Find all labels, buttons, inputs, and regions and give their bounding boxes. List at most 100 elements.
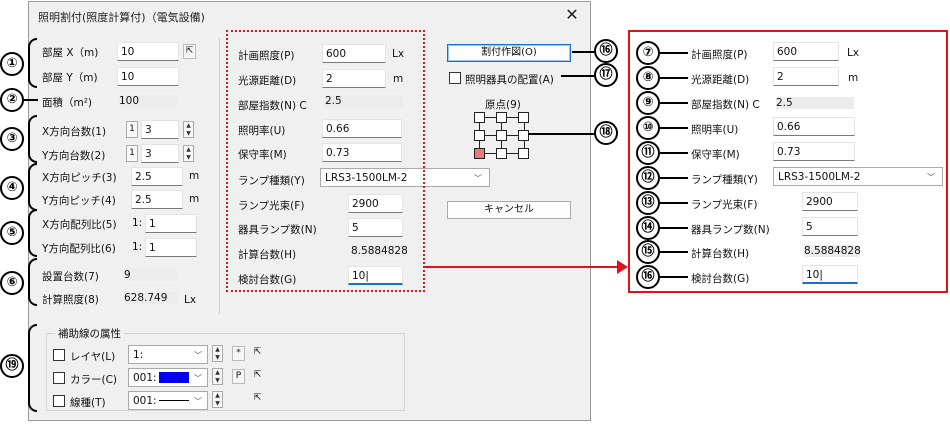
color-spinner[interactable]: ▲▼ (212, 368, 223, 385)
y-count-spinner[interactable]: ▲▼ (183, 145, 194, 162)
aux-group-title: 補助線の属性 (55, 326, 124, 341)
room-x-label: 部屋 X（m) (42, 47, 99, 59)
y-count-min[interactable]: 1 (126, 145, 138, 162)
room-x-input[interactable]: 10 (117, 42, 179, 61)
x-ratio-input[interactable]: 1 (145, 214, 197, 233)
linetype-select[interactable]: 001: ﹀ (128, 391, 208, 410)
linetype-checkbox[interactable] (53, 395, 65, 407)
callout-1: ① (0, 52, 24, 76)
panel-calc-count-value: 8.5884828 (804, 245, 861, 257)
layer-checkbox[interactable] (53, 349, 65, 361)
panel-label: 部屋指数(N) C (691, 99, 760, 111)
color-label: カラー(C) (70, 374, 118, 386)
y-ratio-input[interactable]: 1 (145, 238, 197, 257)
place-fixture-checkbox[interactable] (449, 72, 461, 84)
x-count-input[interactable]: 3 (141, 120, 179, 139)
installed-label: 設置台数(7) (42, 271, 99, 283)
layer-star-button[interactable]: * (232, 346, 245, 361)
origin-node-bottom-left[interactable] (474, 148, 485, 159)
y-pitch-input[interactable]: 2.5 (131, 190, 183, 209)
color-checkbox[interactable] (53, 372, 65, 384)
title-bar: 照明割付(照度計算付)（電気設備) ✕ (29, 2, 590, 30)
close-button[interactable]: ✕ (565, 5, 579, 24)
panel-illum-rate-input[interactable]: 0.66 (773, 117, 855, 136)
panel-light-dist-input[interactable]: 2 (773, 67, 839, 86)
origin-node-top-center[interactable] (496, 112, 507, 123)
x-count-spinner[interactable]: ▲▼ (183, 121, 194, 138)
x-count-min[interactable]: 1 (126, 121, 138, 138)
review-count-label: 検討台数(G) (238, 274, 297, 286)
room-index-value: 2.5 (325, 95, 403, 109)
x-ratio-label: X方向配列比(5) (42, 219, 117, 231)
panel-num: ⑮ (636, 240, 660, 264)
callout-17: ⑰ (594, 63, 618, 87)
linetype-spinner[interactable]: ▲▼ (212, 391, 223, 408)
linetype-preview (159, 400, 189, 401)
panel-lamp-type-select[interactable]: LRS3-1500LM-2 ﹀ (773, 167, 943, 186)
x-pitch-input[interactable]: 2.5 (131, 167, 183, 186)
cancel-button[interactable]: キャンセル (447, 201, 571, 219)
panel-num: ⑩ (636, 116, 660, 140)
panel-label: ランプ光束(F) (691, 199, 758, 211)
callout-2: ② (0, 88, 24, 112)
room-index-label: 部屋指数(N) C (238, 100, 307, 112)
layer-select[interactable]: 1: ﹀ (128, 345, 208, 364)
origin-node-mid-left[interactable] (474, 130, 485, 141)
color-value: 001: (133, 372, 157, 384)
color-swatch (159, 372, 189, 383)
panel-lamps-per-input[interactable]: 5 (802, 217, 858, 236)
area-value: 100 (119, 95, 177, 107)
lamp-flux-input[interactable]: 2900 (348, 194, 403, 213)
lamps-per-input[interactable]: 5 (348, 218, 403, 237)
panel-plan-lux-input[interactable]: 600 (773, 42, 839, 61)
chevron-down-icon: ﹀ (927, 173, 935, 182)
layer-pick-icon[interactable]: ⇱ (253, 347, 262, 357)
callout-6-brace (28, 258, 37, 306)
panel-num: ⑬ (636, 191, 660, 215)
lamp-type-select[interactable]: LRS3-1500LM-2 ﹀ (320, 168, 490, 187)
room-pick-icon[interactable]: ⇱ (183, 44, 196, 59)
layer-spinner[interactable]: ▲▼ (212, 345, 223, 362)
panel-label: 照明率(U) (691, 124, 739, 136)
y-pitch-label: Y方向ピッチ(4) (42, 195, 116, 207)
origin-grid (474, 112, 530, 159)
color-palette-button[interactable]: P (232, 369, 245, 384)
linetype-pick-icon[interactable]: ⇱ (253, 393, 262, 403)
maint-rate-label: 保守率(M) (238, 149, 287, 161)
origin-node-mid-right[interactable] (518, 130, 529, 141)
callout-17-line (561, 75, 594, 77)
panel-num: ⑪ (636, 141, 660, 165)
window-title: 照明割付(照度計算付)（電気設備) (38, 11, 205, 24)
room-y-input[interactable]: 10 (117, 67, 179, 86)
panel-num: ⑧ (636, 66, 660, 90)
x-pitch-unit: m (189, 170, 200, 182)
y-count-label: Y方向台数(2) (42, 150, 106, 162)
origin-node-center[interactable] (496, 130, 507, 141)
calc-lux-unit: Lx (184, 294, 197, 306)
color-pick-icon[interactable]: ⇱ (253, 370, 262, 380)
panel-label: 計算台数(H) (691, 248, 750, 260)
column-divider (219, 38, 220, 314)
lamp-type-value: LRS3-1500LM-2 (325, 172, 408, 184)
layer-label: レイヤ(L) (70, 351, 116, 363)
y-count-input[interactable]: 3 (141, 144, 179, 163)
light-dist-input[interactable]: 2 (322, 69, 386, 88)
maint-rate-input[interactable]: 0.73 (322, 143, 402, 162)
color-select[interactable]: 001: ﹀ (128, 368, 208, 387)
room-y-label: 部屋 Y（m) (42, 72, 98, 84)
origin-node-top-right[interactable] (518, 112, 529, 123)
illum-rate-input[interactable]: 0.66 (322, 119, 402, 138)
review-count-input[interactable]: 10| (348, 266, 403, 285)
origin-node-bottom-center[interactable] (496, 148, 507, 159)
plan-lux-input[interactable]: 600 (322, 44, 386, 63)
origin-node-bottom-right[interactable] (518, 148, 529, 159)
aux-line-group (46, 333, 405, 411)
origin-node-top-left[interactable] (474, 112, 485, 123)
callout-4: ④ (0, 176, 24, 200)
allocate-draw-button[interactable]: 割付作図(O) (447, 44, 571, 62)
panel-review-count-input[interactable]: 10| (802, 265, 858, 284)
panel-maint-rate-input[interactable]: 0.73 (773, 142, 855, 161)
linetype-value: 001: (133, 395, 157, 407)
panel-lamp-flux-input[interactable]: 2900 (802, 192, 858, 211)
place-fixture-label: 照明器具の配置(A) (465, 74, 554, 86)
